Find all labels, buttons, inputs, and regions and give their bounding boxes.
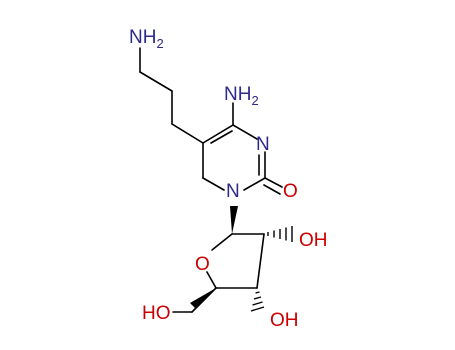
atom-ring-o: O (195, 254, 210, 275)
wedge-c4p-c5p (190, 288, 216, 308)
bond-oring-c4p (206, 271, 217, 289)
bond-c1p-oring (211, 233, 233, 251)
bond-c4-c5-inner (210, 130, 233, 144)
atom-amine-terminal: NH2 (129, 27, 164, 51)
atom-labels: NH2 NH2 N N O O OH OH HO (129, 27, 328, 331)
atom-n3: N (256, 134, 270, 155)
atom-n1: N (226, 181, 240, 202)
bonds (139, 47, 283, 313)
bond-c2-n1 (243, 177, 266, 191)
wedge-c1p-n1 (230, 206, 238, 234)
bond-c4-n3 (232, 124, 258, 140)
bond-c1-c2 (139, 71, 173, 92)
bond-c2-o-a (264, 177, 283, 188)
atom-oh-5: HO (142, 303, 171, 324)
hash-c3p-oh (250, 291, 265, 312)
atom-carbonyl-o: O (283, 181, 298, 202)
atom-oh-2: OH (299, 230, 328, 251)
bond-n1-c6 (202, 177, 225, 191)
hash-c2p-oh (267, 226, 293, 242)
bond-c5-c4 (202, 124, 234, 144)
atom-amine-ring: NH2 (224, 84, 259, 108)
bond-c3-c5 (171, 123, 204, 144)
bond-c2-o-b (263, 184, 281, 195)
bond-c4p-c5p (191, 287, 217, 313)
atom-oh-3: OH (270, 310, 299, 331)
bond-c3p-c2p (256, 233, 265, 289)
stereo-bonds (190, 206, 293, 312)
